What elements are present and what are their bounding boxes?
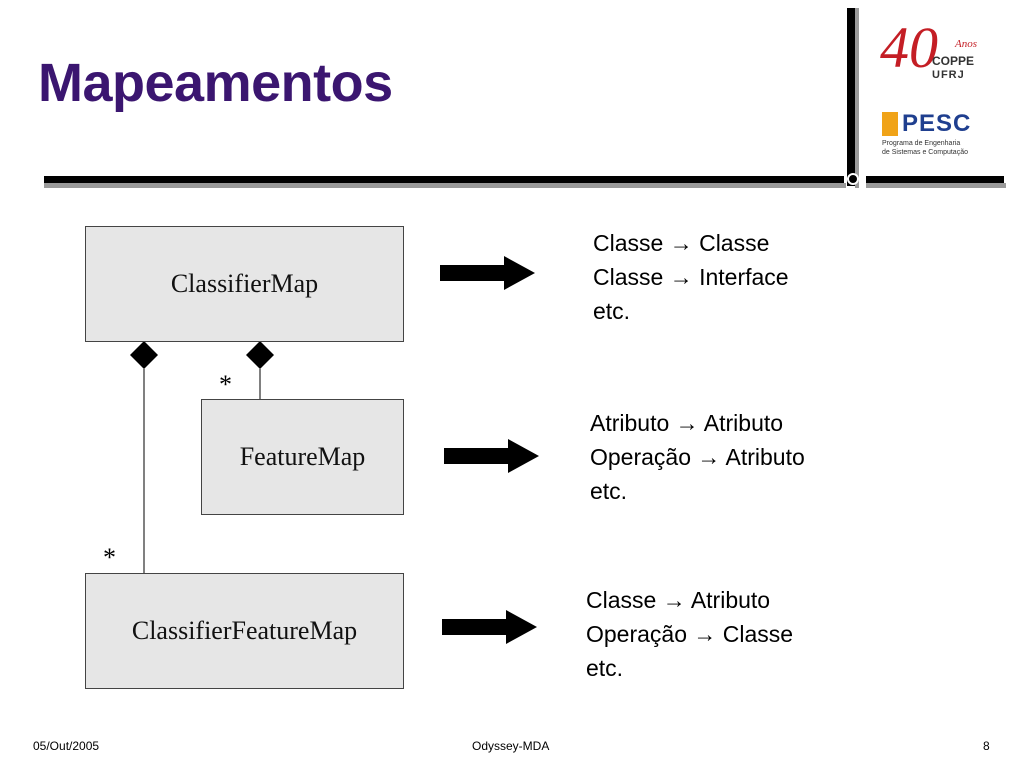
arrow-right-icon <box>440 256 535 290</box>
mapping-item: Operação → Classe <box>586 621 794 647</box>
footer-date: 05/Out/2005 <box>33 739 100 753</box>
header-rule-right <box>866 176 1004 183</box>
classifier-feature-mapping-list: Classe → Atributo Operação → Classe etc. <box>586 583 793 685</box>
vertical-rule <box>847 8 855 186</box>
classifiermap-label: ClassifierMap <box>170 269 319 298</box>
mapping-item: Classe → Classe <box>593 230 770 256</box>
logo-area: 40 Anos COPPE UFRJ PESC Programa de Enge… <box>870 12 1015 162</box>
page-number: 8 <box>983 739 990 753</box>
coppe-anos-label: Anos <box>955 38 977 50</box>
header-rule-right-shadow <box>866 183 1006 188</box>
mapping-item: Operação → Atributo <box>590 444 805 470</box>
mapping-item: Classe → Interface <box>593 264 789 290</box>
mapping-item: etc. <box>586 655 624 681</box>
vertical-rule-shadow <box>855 8 859 188</box>
pesc-logo: PESC Programa de Engenharia de Sistemas … <box>882 110 1012 160</box>
pesc-subtitle-line2: de Sistemas e Computação <box>882 149 968 156</box>
header-rule <box>44 176 844 183</box>
mapping-item: Classe → Atributo <box>586 587 771 613</box>
classifierfeaturemap-multiplicity: * <box>103 543 116 572</box>
featuremap-box: FeatureMap <box>201 399 404 515</box>
mapping-item: Atributo → Atributo <box>590 410 784 436</box>
footer-title: Odyssey-MDA <box>472 739 550 753</box>
featuremap-multiplicity: * <box>219 370 232 399</box>
arrow-right-icon <box>442 610 537 644</box>
mapping-item: etc. <box>590 478 628 504</box>
pesc-name: PESC <box>902 110 972 137</box>
aggregation-diamond-right-icon <box>246 341 274 369</box>
slide-title: Mapeamentos <box>38 53 393 113</box>
classifier-mapping-list: Classe → Classe Classe → Interface etc. <box>593 226 789 328</box>
feature-mapping-list: Atributo → Atributo Operação → Atributo … <box>590 406 805 508</box>
aggregation-diamond-left-icon <box>130 341 158 369</box>
classifierfeaturemap-label: ClassifierFeatureMap <box>131 616 358 645</box>
pesc-emblem-icon <box>882 112 898 136</box>
coppe-name: COPPE <box>932 54 975 68</box>
featuremap-label: FeatureMap <box>239 442 366 471</box>
mapping-item: etc. <box>593 298 631 324</box>
ufrj-name: UFRJ <box>932 69 965 81</box>
pesc-subtitle-line1: Programa de Engenharia <box>882 140 961 147</box>
coppe-40-mark: 40 <box>880 15 938 80</box>
coppe-logo: 40 Anos COPPE UFRJ <box>880 14 990 94</box>
header-rule-shadow <box>44 183 846 188</box>
rule-junction-dot <box>847 173 859 185</box>
arrow-right-icon <box>444 439 539 473</box>
classifiermap-box: ClassifierMap <box>85 226 404 342</box>
classifierfeaturemap-box: ClassifierFeatureMap <box>85 573 404 689</box>
